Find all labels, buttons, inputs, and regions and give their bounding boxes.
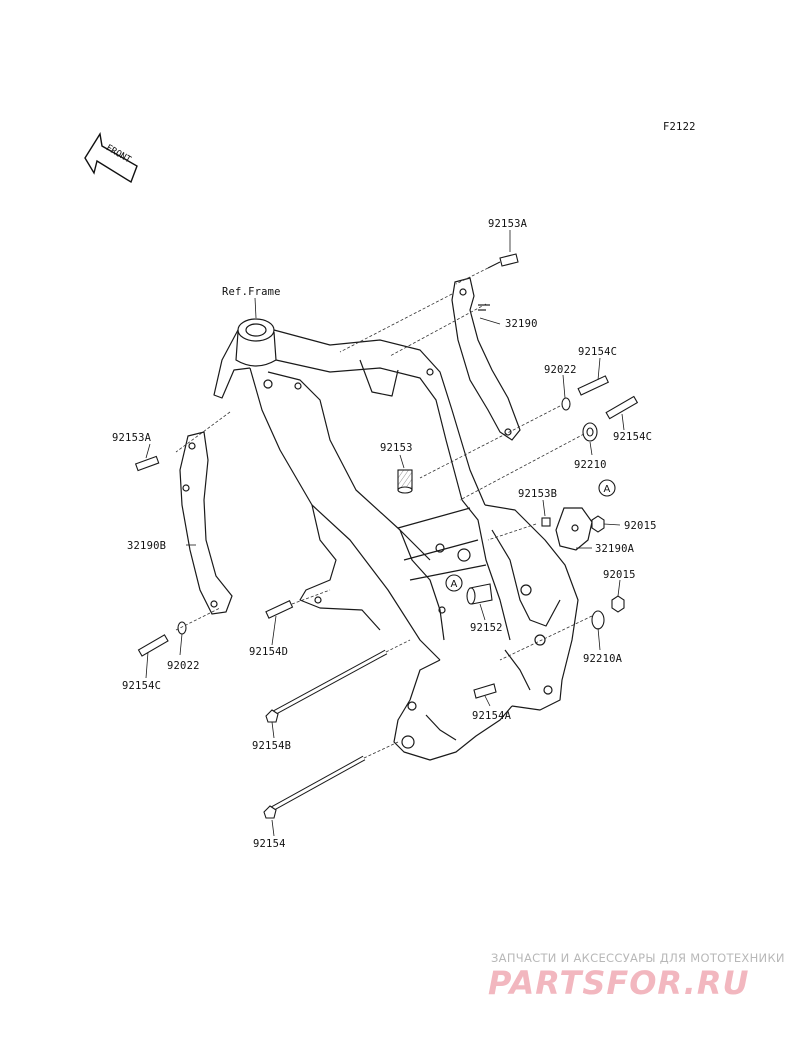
part-label-92153b: 92153B [518, 488, 558, 500]
part-label-92153a-top: 92153A [488, 218, 528, 230]
callout-a-marker-2: A [445, 574, 463, 592]
front-arrow-icon: FRONT [84, 132, 138, 184]
part-label-92154c-right: 92154C [613, 431, 653, 443]
part-label-32190b: 32190B [127, 540, 167, 552]
engine-bracket-32190b [179, 431, 233, 615]
part-label-32190a: 32190A [595, 543, 635, 555]
part-label-92022-left: 92022 [167, 660, 200, 672]
watermark-tagline: ЗАПЧАСТИ И АКСЕССУАРЫ ДЛЯ МОТОТЕХНИКИ [491, 951, 785, 965]
callout-a-text-2: A [451, 579, 458, 590]
part-label-92015-b: 92015 [603, 569, 636, 581]
part-label-92022-right: 92022 [544, 364, 577, 376]
watermark-logo: PARTSFOR.RU [488, 964, 750, 1002]
part-label-92210a: 92210A [583, 653, 623, 665]
callout-a-text-1: A [604, 484, 611, 495]
fastener-parts [134, 253, 639, 819]
part-label-92210: 92210 [574, 459, 607, 471]
part-label-92153a-left: 92153A [112, 432, 152, 444]
ref-frame-label: Ref.Frame [222, 286, 281, 298]
figure-code: F2122 [663, 121, 696, 133]
part-label-92154c-top: 92154C [578, 346, 618, 358]
engine-bracket-32190a [555, 507, 593, 551]
part-label-92154a: 92154A [472, 710, 512, 722]
part-label-92152: 92152 [470, 622, 503, 634]
label-leader-lines [145, 230, 625, 837]
part-label-32190: 32190 [505, 318, 538, 330]
part-label-92154b: 92154B [252, 740, 292, 752]
part-label-92154: 92154 [253, 838, 286, 850]
engine-bracket-32190 [451, 277, 521, 441]
part-label-92153: 92153 [380, 442, 413, 454]
part-label-92154c-left: 92154C [122, 680, 162, 692]
part-label-92154d: 92154D [249, 646, 289, 658]
callout-a-marker-1: A [598, 479, 616, 497]
motorcycle-main-frame [213, 318, 579, 761]
assembly-dashed-lines [175, 267, 593, 759]
part-label-92015-a: 92015 [624, 520, 657, 532]
